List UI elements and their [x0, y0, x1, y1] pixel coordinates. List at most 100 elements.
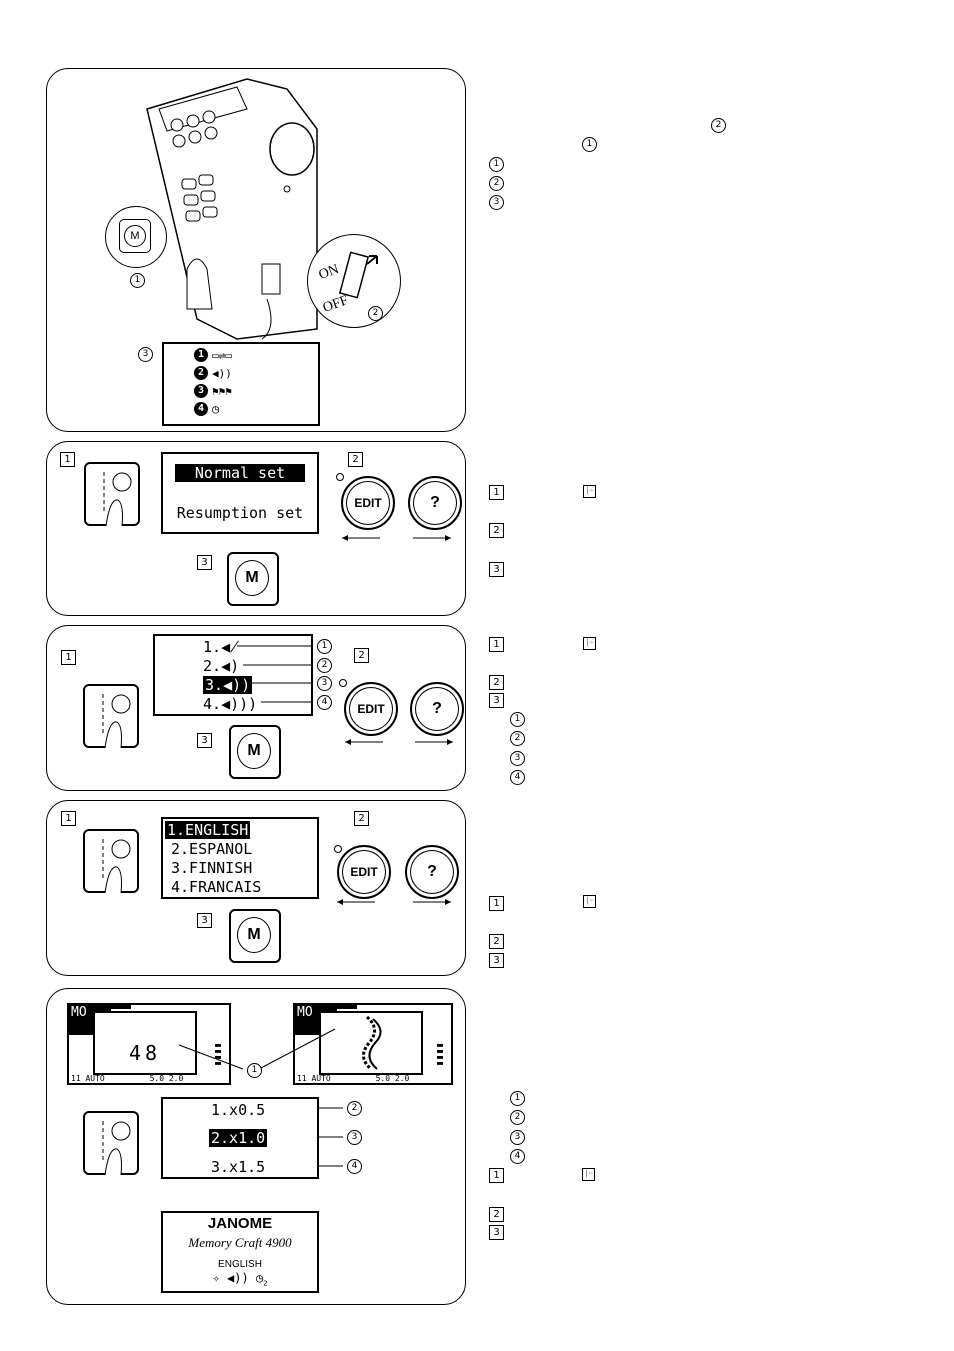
m-button-label: M: [237, 917, 271, 953]
main-screen-number: MO 48 ▬▬▬▬ 11 AUTO 5.0 2.0: [67, 1003, 231, 1085]
normal-set-option[interactable]: Normal set: [174, 464, 306, 482]
language-english[interactable]: 1.ENGLISH: [165, 821, 251, 839]
left-arrow-icon: [342, 535, 380, 541]
language-readout: ENGLISH: [218, 1259, 262, 1270]
sparkle-icon: ✧: [212, 1271, 220, 1285]
step-3-box: 3: [197, 913, 212, 928]
speaker-mid-icon: ◀)): [223, 676, 251, 694]
sound-volume-lcd: 1.◀̸ 2.◀) 3.◀)) 4.◀))): [153, 634, 313, 716]
volume-row-2[interactable]: 2.◀): [203, 657, 240, 675]
help-button[interactable]: ?: [408, 476, 462, 530]
edit-button[interactable]: EDIT: [341, 476, 395, 530]
right-step-1-p5: 1: [489, 1168, 504, 1183]
volume-row-1[interactable]: 1.◀̸: [203, 638, 240, 656]
selector-key[interactable]: [83, 684, 139, 749]
language-espanol[interactable]: 2.ESPANOL: [171, 840, 253, 858]
right-arrow-icon: [413, 535, 451, 541]
size-option-2[interactable]: 2.x1.0: [209, 1129, 268, 1147]
speaker-icon: ◀)): [212, 366, 232, 380]
size-select-lcd: 1.x0.5 2.x1.0 3.x1.5: [161, 1097, 319, 1179]
right-step-3-p4: 3: [489, 953, 504, 968]
right-step-1-p4: 1: [489, 896, 504, 911]
callout-1: 1: [317, 639, 332, 654]
resumption-set-option[interactable]: Resumption set: [176, 504, 304, 522]
model-name: Memory Craft 4900: [188, 1235, 292, 1250]
right-callout-1b: 1: [489, 157, 504, 172]
right-callout-1-p5: 1: [510, 1091, 525, 1106]
callout-3: 3: [347, 1130, 362, 1145]
size-option-1[interactable]: 1.x0.5: [211, 1101, 266, 1119]
speaker-icon: ◀)): [227, 1271, 249, 1285]
status-icons-row: ✧ ◀)) ◷2: [163, 1271, 317, 1287]
panel-normal-resumption: 1 Normal set Resumption set 2 EDIT ? 3 M: [46, 441, 466, 616]
right-step-2-p5: 2: [489, 1207, 504, 1222]
selector-key[interactable]: [83, 1111, 139, 1176]
resume-mode-lcd: Normal set Resumption set: [161, 452, 319, 534]
m-button[interactable]: M: [227, 552, 279, 606]
power-switch-icon: [338, 251, 378, 299]
menu-row-3: 3 ⚑⚑⚑: [194, 384, 232, 398]
menu-row-2: 2 ◀)): [194, 366, 232, 380]
step-3-box: 3: [197, 555, 212, 570]
step-1-box: 1: [61, 811, 76, 826]
callout-3: 3: [317, 676, 332, 691]
language-lcd: 1.ENGLISH 2.ESPANOL 3.FINNISH 4.FRANCAIS: [161, 817, 319, 899]
panel-sound-volume: 1 1.◀̸ 2.◀) 3.◀)) 4.◀))) 1 2 3 4 2 EDIT …: [46, 625, 466, 791]
level-bars-icon: ▬▬▬▬: [436, 1040, 443, 1069]
right-step-3-p2: 3: [489, 562, 504, 577]
callout-1: 1: [130, 273, 145, 288]
m-button[interactable]: M: [229, 725, 281, 779]
selector-key-icon: [102, 694, 131, 749]
edit-led: [339, 679, 347, 687]
stitch-number-box: 48: [93, 1011, 197, 1075]
right-callout-1-p3: 1: [510, 712, 525, 727]
right-step-2-p3: 2: [489, 675, 504, 690]
edit-button[interactable]: EDIT: [344, 682, 398, 736]
selector-key-icon: ⏐◦: [582, 1168, 595, 1181]
step-2-box: 2: [354, 648, 369, 663]
edit-button[interactable]: EDIT: [337, 845, 391, 899]
selector-key[interactable]: [84, 462, 140, 527]
right-callout-4-p3: 4: [510, 770, 525, 785]
screen-bottom-row: 11 AUTO 5.0 2.0: [297, 1074, 410, 1083]
stitch-number: 48: [129, 1041, 162, 1065]
right-step-3-p3: 3: [489, 693, 504, 708]
callout-2: 2: [347, 1101, 362, 1116]
right-callout-1a: 1: [582, 137, 597, 152]
m-button[interactable]: M: [229, 909, 281, 963]
brand-name: JANOME: [207, 1215, 273, 1232]
m-button-label: M: [237, 733, 271, 769]
help-button[interactable]: ?: [405, 845, 459, 899]
size-option-3[interactable]: 3.x1.5: [211, 1158, 266, 1176]
screen-tab-bar: [335, 1005, 357, 1009]
callout-1: 1: [247, 1063, 262, 1078]
right-callout-3b: 3: [489, 195, 504, 210]
number-badge-3: 3: [194, 384, 208, 398]
selector-key-icon: [103, 472, 132, 527]
m-key[interactable]: M: [119, 219, 151, 253]
panel-display-size: MO 48 ▬▬▬▬ 11 AUTO 5.0 2.0 MO ▬▬▬▬ 11 AU…: [46, 988, 466, 1305]
selector-key[interactable]: [83, 829, 139, 894]
panel-language: 1 1.ENGLISH 2.ESPANOL 3.FINNISH 4.FRANCA…: [46, 800, 466, 976]
left-arrow-icon: [345, 739, 383, 745]
clock-icon: ◷: [212, 402, 220, 416]
volume-row-3[interactable]: 3.◀)): [203, 676, 253, 694]
step-3-box: 3: [197, 733, 212, 748]
main-screen-pattern: MO ▬▬▬▬ 11 AUTO 5.0 2.0: [293, 1003, 453, 1085]
volume-row-4[interactable]: 4.◀))): [203, 695, 258, 713]
selector-key-icon: [102, 839, 131, 894]
right-step-3-p5: 3: [489, 1225, 504, 1240]
callout-4: 4: [347, 1159, 362, 1174]
m-key-label: M: [124, 225, 146, 247]
language-francais[interactable]: 4.FRANCAIS: [171, 878, 262, 896]
number-badge-2: 2: [194, 366, 208, 380]
help-button[interactable]: ?: [410, 682, 464, 736]
clock-subscript: 2: [263, 1279, 268, 1288]
language-finnish[interactable]: 3.FINNISH: [171, 859, 253, 877]
edit-led: [336, 473, 344, 481]
step-1-box: 1: [60, 452, 75, 467]
callout-leader-lines: [237, 645, 313, 703]
right-step-1-p3: 1: [489, 637, 504, 652]
right-callout-2b: 2: [489, 176, 504, 191]
screen-bottom-row: 11 AUTO 5.0 2.0: [71, 1074, 184, 1083]
